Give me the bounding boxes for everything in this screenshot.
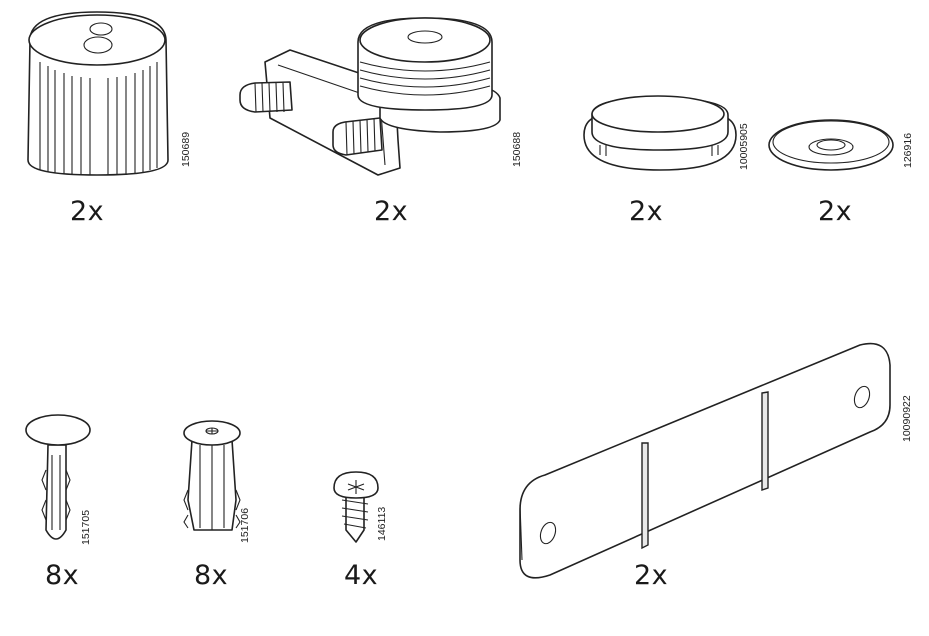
- part-code-cam-bracket: 150688: [511, 131, 523, 167]
- part-code-push-pin: 151705: [80, 509, 92, 545]
- part-code-screw: 146113: [376, 506, 388, 541]
- part-code-knob: 150689: [180, 131, 192, 167]
- quantity-washer: 2x: [818, 196, 853, 227]
- quantity-cam-bracket: 2x: [374, 196, 409, 227]
- part-code-connector-plate: 10090922: [901, 395, 913, 442]
- part-code-washer: 126916: [902, 132, 914, 168]
- quantity-expansion-plug: 8x: [194, 560, 229, 591]
- part-code-cap: 10005905: [738, 123, 750, 170]
- quantity-screw: 4x: [344, 560, 379, 591]
- quantity-knob: 2x: [70, 196, 105, 227]
- quantity-cap: 2x: [629, 196, 664, 227]
- part-code-expansion-plug: 151706: [239, 507, 251, 543]
- quantity-push-pin: 8x: [45, 560, 80, 591]
- quantity-connector-plate: 2x: [634, 560, 669, 591]
